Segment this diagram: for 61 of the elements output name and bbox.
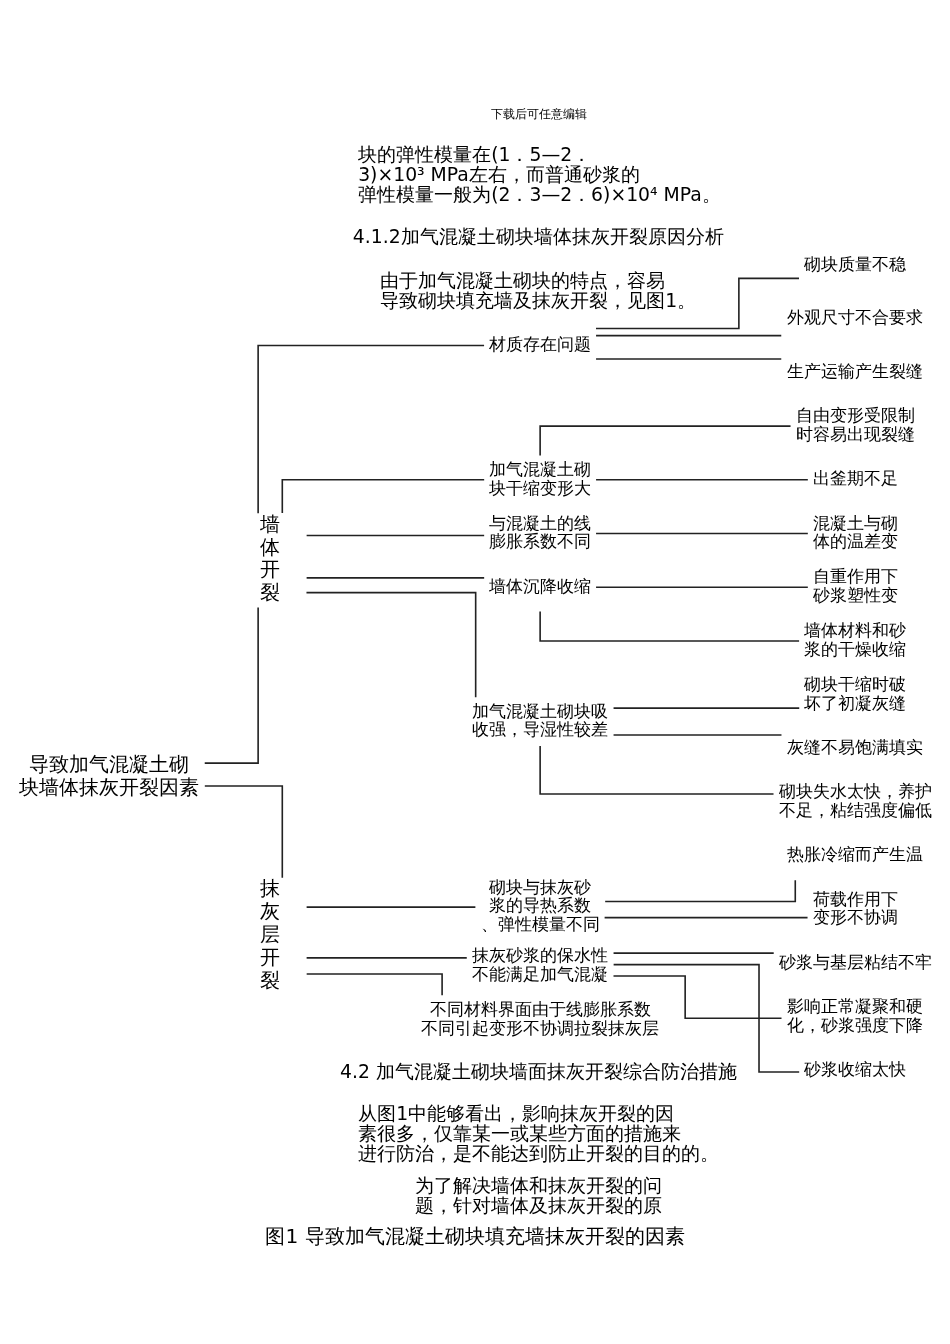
label: 4.1.2加气混凝土砌块墙体抹灰开裂原因分析 xyxy=(352,225,724,247)
caption: 图1 导致加气混凝土砌块填充墙抹灰开裂的因素 xyxy=(265,1223,685,1248)
node-text: 混凝土与砌体的温差变 xyxy=(812,512,898,551)
label: 块的弹性模量在(1．5—2．3)×10³ MPa左右，而普通砂浆的弹性模量一般为(2．3—2．6)×10⁴ MPa。 xyxy=(358,143,721,205)
node-text: 与混凝土的线膨胀系数不同 xyxy=(489,512,592,551)
connector xyxy=(595,357,783,360)
node-text: 加气混凝土砌块干缩变形大 xyxy=(489,458,592,498)
node-text: 生产运输产生裂缝 xyxy=(787,360,924,381)
label: 从图1中能够看出，影响抹灰开裂的因素很多，仅靠某一或某些方面的措施来进行防治，是不能达到防止开裂的目的的。 xyxy=(358,1102,720,1164)
node-text: 灰缝不易饱满填实 xyxy=(787,736,924,757)
connector xyxy=(305,576,485,579)
connector xyxy=(539,424,792,456)
label: 4.2 加气混凝土砌块墙面抹灰开裂综合防治措施 xyxy=(340,1060,737,1082)
connector xyxy=(305,972,443,996)
connector xyxy=(604,878,797,902)
label: 下载后可任意编辑 xyxy=(491,106,588,120)
node-text: 热胀冷缩而产生温 xyxy=(787,843,924,864)
node-text: 砌块干缩时破坏了初凝灰缝 xyxy=(804,673,907,713)
connector xyxy=(204,784,284,879)
connector xyxy=(539,744,775,795)
node-text: 砌块与抹灰砂浆的导热系数、弹性模量不同 xyxy=(480,876,600,934)
connector xyxy=(305,591,477,698)
node-text: 荷载作用下变形不协调 xyxy=(812,888,898,927)
node-text: 材质存在问题 xyxy=(489,333,592,354)
connector xyxy=(281,478,485,514)
node-text: 砂浆收缩太快 xyxy=(804,1058,907,1079)
node-text: 墙体材料和砂浆的干燥收缩 xyxy=(804,619,907,659)
node-text: 出釜期不足 xyxy=(812,467,898,488)
connector xyxy=(203,606,259,764)
connector xyxy=(603,916,809,918)
node-text: 外观尺寸不合要求 xyxy=(787,306,924,327)
node-text: 加气混凝土砌块吸收强，导湿性较差 xyxy=(472,700,609,739)
connector xyxy=(539,610,800,642)
node-text: 不同材料界面由于线膨胀系数不同引起变形不协调拉裂抹灰层 xyxy=(421,998,660,1038)
connector xyxy=(595,532,809,534)
connector xyxy=(305,956,468,959)
connector xyxy=(305,534,485,536)
label: 由于加气混凝土砌块的特点，容易导致砌块填充墙及抹灰开裂，见图1。 xyxy=(380,269,697,311)
node-text: 导致加气混凝土砌块墙体抹灰开裂因素 xyxy=(19,751,200,799)
node-text: 影响正常凝聚和硬化，砂浆强度下降 xyxy=(787,995,924,1035)
node-text: 砂浆与基层粘结不牢 xyxy=(778,951,932,972)
connector xyxy=(595,334,783,336)
connector xyxy=(612,733,783,736)
connector xyxy=(612,974,783,1019)
node-text: 砌块失水太快，养护不足，粘结强度偏低 xyxy=(778,780,932,820)
connector xyxy=(595,585,809,588)
label: 为了解决墙体和抹灰开裂的问题，针对墙体及抹灰开裂的原 xyxy=(415,1174,663,1216)
node-text: 自由变形受限制时容易出现裂缝 xyxy=(795,404,915,444)
connector xyxy=(257,344,485,514)
connector xyxy=(612,706,801,709)
connector xyxy=(595,478,809,481)
node-text: 抹灰砂浆的保水性不能满足加气混凝 xyxy=(472,944,609,984)
node-text: 墙体开裂 xyxy=(260,511,281,604)
connector xyxy=(595,277,800,329)
connector xyxy=(612,963,800,1073)
node-text: 抹灰层开裂 xyxy=(260,875,281,992)
node-text: 墙体沉降收缩 xyxy=(489,575,592,596)
connector xyxy=(305,905,477,908)
node-text: 自重作用下砂浆塑性变 xyxy=(812,565,898,605)
node-text: 砌块质量不稳 xyxy=(804,253,907,274)
connector xyxy=(612,951,775,954)
